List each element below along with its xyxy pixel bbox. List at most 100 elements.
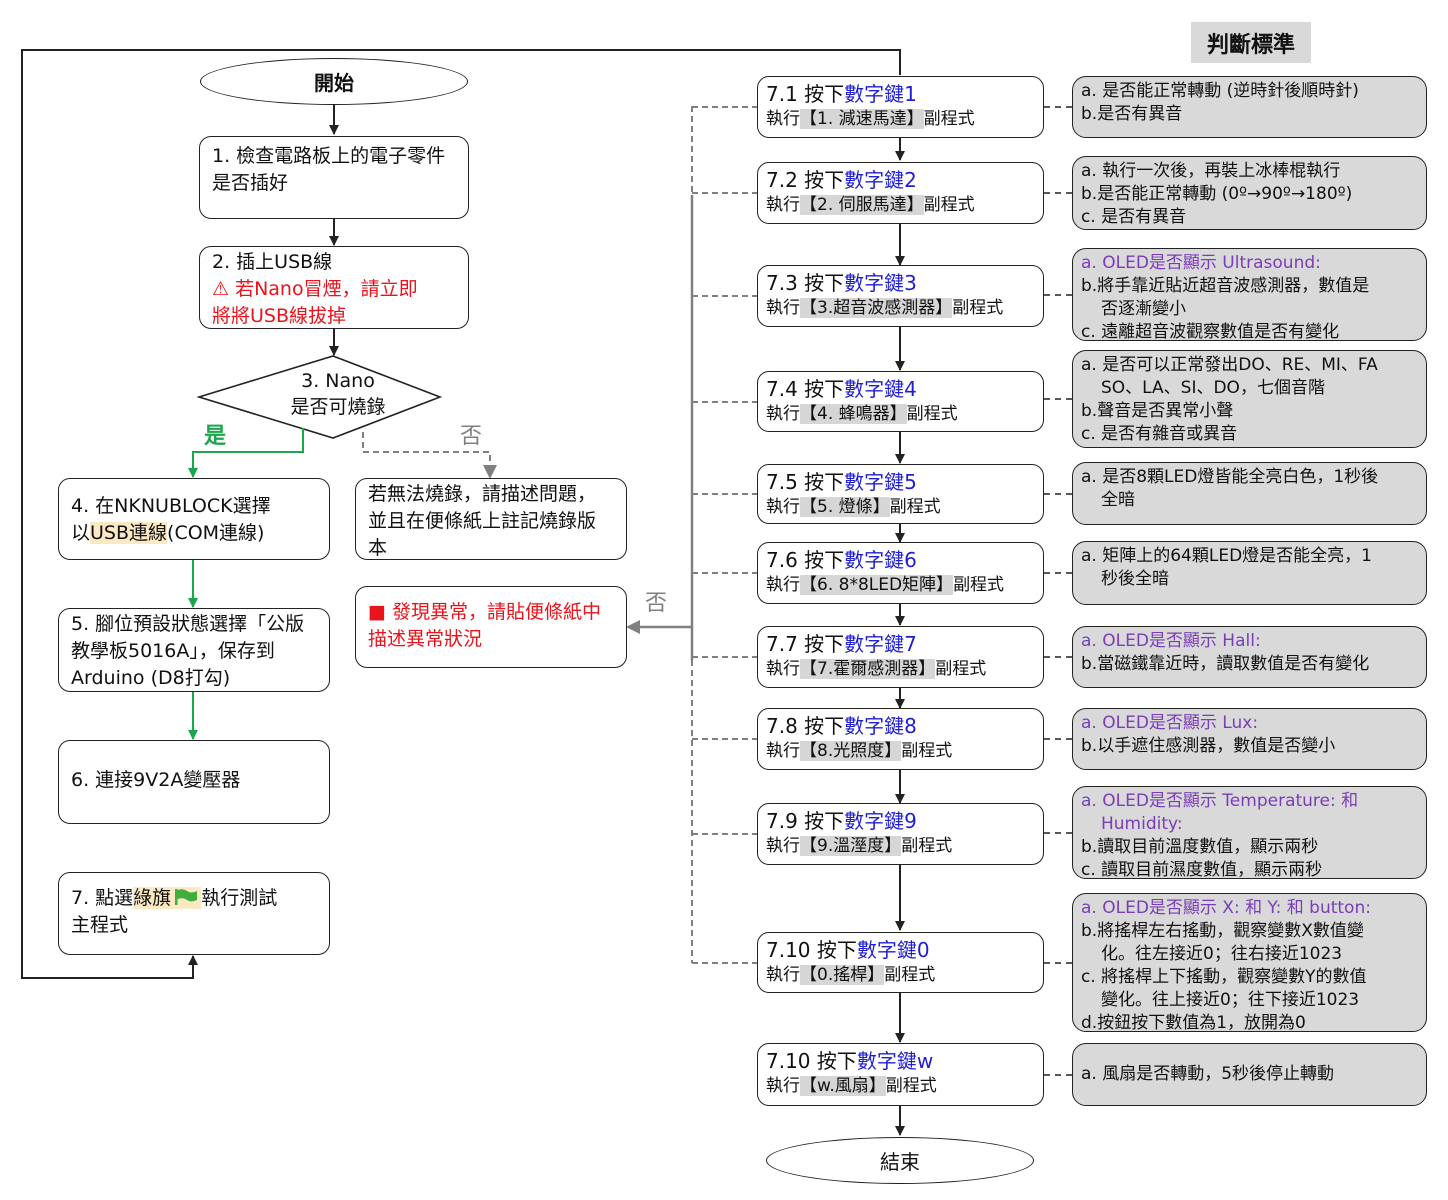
- step-7-line2: 主程式: [71, 914, 129, 936]
- criteria-item: b.是否有異音: [1081, 104, 1183, 124]
- end-terminal: 結束: [766, 1137, 1034, 1184]
- criteria-item: c. 讀取目前濕度數值，顯示兩秒: [1081, 860, 1323, 880]
- step-number: 7.8 按下: [766, 714, 845, 738]
- criteria-item: c. 是否有異音: [1081, 207, 1187, 227]
- loop-line: [21, 49, 901, 979]
- decision-line2: 是否可燒錄: [290, 396, 386, 418]
- criteria-item: a. 執行一次後，再裝上冰棒棍執行: [1081, 161, 1341, 181]
- burn-fail-text: 若無法燒錄，請描述問題，並且在便條紙上註記燒錄版本: [368, 483, 597, 559]
- criteria-item: a. OLED是否顯示 X: 和 Y: 和 button:: [1081, 898, 1371, 918]
- criteria-item: 否逐漸變小: [1101, 299, 1186, 319]
- criteria-box-11: a. 風扇是否轉動，5秒後停止轉動: [1072, 1043, 1427, 1106]
- step-suffix: 副程式: [935, 659, 987, 679]
- step-exec-line: 執行【2. 伺服馬達】副程式: [766, 193, 1035, 218]
- step-2-warning-line2: 將將USB線拔掉: [212, 305, 347, 327]
- step-exec: 執行: [766, 195, 800, 215]
- step-key-line: 7.9 按下數字鍵9: [766, 809, 1035, 834]
- step-key: 數字鍵w: [856, 1049, 934, 1073]
- step-7-highlight: 綠旗: [133, 887, 202, 909]
- criteria-item: 全暗: [1101, 490, 1135, 510]
- step-7-pre: 7. 點選: [71, 887, 134, 909]
- step-exec: 執行: [766, 497, 800, 517]
- criteria-item: SO、LA、SI、DO，七個音階: [1101, 378, 1325, 398]
- step-key: 數字鍵8: [844, 714, 917, 738]
- step-exec-line: 執行【4. 蜂鳴器】副程式: [766, 402, 1035, 427]
- criteria-item: a. OLED是否顯示 Lux:: [1081, 713, 1259, 733]
- step-exec-line: 執行【3.超音波感測器】副程式: [766, 296, 1035, 321]
- step-exec: 執行: [766, 1076, 800, 1096]
- step-exec-line: 執行【0.搖桿】副程式: [766, 963, 1035, 988]
- step-exec-line: 執行【6. 8*8LED矩陣】副程式: [766, 573, 1035, 598]
- step-subroutine: 【6. 8*8LED矩陣】: [800, 575, 954, 595]
- step-number: 7.5 按下: [766, 470, 845, 494]
- criteria-item: d.按鈕按下數值為1，放開為0: [1081, 1013, 1306, 1033]
- step-exec: 執行: [766, 404, 800, 424]
- criteria-box-1: a. 是否能正常轉動 (逆時針後順時針)b.是否有異音: [1072, 76, 1427, 138]
- criteria-item: Humidity:: [1101, 814, 1183, 834]
- step-7-click-green-flag: 7. 點選綠旗執行測試 主程式: [58, 872, 330, 955]
- step-key-line: 7.7 按下數字鍵7: [766, 632, 1035, 657]
- criteria-item: a. OLED是否顯示 Hall:: [1081, 631, 1261, 651]
- criteria-item: 變化。往上接近0；往下接近1023: [1101, 990, 1360, 1010]
- arrow-no: [362, 432, 497, 479]
- step-subroutine: 【4. 蜂鳴器】: [800, 404, 907, 424]
- criteria-item: b.聲音是否異常小聲: [1081, 401, 1234, 421]
- step-exec: 執行: [766, 741, 800, 761]
- step-4-line1: 4. 在NKNUBLOCK選擇: [71, 495, 271, 517]
- step-suffix: 副程式: [889, 497, 941, 517]
- abnormal-no-label: 否: [645, 591, 668, 616]
- step-exec-line: 執行【9.溫溼度】副程式: [766, 834, 1035, 859]
- step-7-highlight-text: 綠旗: [133, 887, 172, 909]
- criteria-item: b.讀取目前溫度數值，顯示兩秒: [1081, 837, 1319, 857]
- criteria-box-2: a. 執行一次後，再裝上冰棒棍執行 b.是否能正常轉動 (0º→90º→180º)…: [1072, 156, 1427, 230]
- step-5-text: 5. 腳位預設狀態選擇「公版教學板5016A」，保存到 Arduino (D8打…: [71, 613, 305, 689]
- step-key: 數字鍵5: [844, 470, 917, 494]
- step-number: 7.9 按下: [766, 809, 845, 833]
- step-key-line: 7.6 按下數字鍵6: [766, 548, 1035, 573]
- step-key: 數字鍵9: [844, 809, 917, 833]
- decision-label: 3. Nano 是否可燒錄: [258, 368, 418, 420]
- step-exec-line: 執行【8.光照度】副程式: [766, 739, 1035, 764]
- criteria-item: 化。往左接近0；往右接近1023: [1101, 944, 1343, 964]
- step-suffix: 副程式: [884, 965, 936, 985]
- step-suffix: 副程式: [906, 404, 958, 424]
- step-subroutine: 【9.溫溼度】: [800, 836, 902, 856]
- step-suffix: 副程式: [901, 836, 953, 856]
- step-6-connect-adapter: 6. 連接9V2A變壓器: [58, 740, 330, 824]
- step-number: 7.4 按下: [766, 377, 845, 401]
- step-key-line: 7.3 按下數字鍵3: [766, 271, 1035, 296]
- criteria-box-7: a. OLED是否顯示 Hall:b.當磁鐵靠近時，讀取數值是否有變化: [1072, 626, 1427, 688]
- step-exec-line: 執行【7.霍爾感測器】副程式: [766, 657, 1035, 682]
- step-6-text: 6. 連接9V2A變壓器: [71, 769, 241, 791]
- step-4-select-usb: 4. 在NKNUBLOCK選擇 以USB連線(COM連線): [58, 478, 330, 560]
- step-5-pin-default: 5. 腳位預設狀態選擇「公版教學板5016A」，保存到 Arduino (D8打…: [58, 608, 330, 692]
- step-number: 7.6 按下: [766, 548, 845, 572]
- criteria-item: b.將搖桿左右搖動，觀察變數X數值變: [1081, 921, 1364, 941]
- step-key-line: 7.2 按下數字鍵2: [766, 168, 1035, 193]
- step-4-pre: 以: [71, 522, 91, 544]
- step-key: 數字鍵7: [844, 632, 917, 656]
- criteria-item: 秒後全暗: [1101, 569, 1169, 589]
- step-key: 數字鍵0: [856, 938, 930, 962]
- step-subroutine: 【w.風扇】: [800, 1076, 886, 1096]
- step-key: 數字鍵3: [844, 271, 917, 295]
- step-2-plug-usb: 2. 插上USB線 ⚠ 若Nano冒煙，請立即 將將USB線拔掉: [199, 246, 469, 329]
- step-1-text: 1. 檢查電路板上的電子零件是否插好: [212, 145, 446, 194]
- step-4-post: (COM連線): [167, 522, 265, 544]
- criteria-item: b.是否能正常轉動 (0º→90º→180º): [1081, 184, 1353, 204]
- step-key-line: 7.10 按下數字鍵0: [766, 938, 1035, 963]
- arrow-yes: [188, 428, 304, 478]
- step-suffix: 副程式: [952, 298, 1004, 318]
- criteria-item: c. 是否有雜音或異音: [1081, 424, 1238, 444]
- step-subroutine: 【2. 伺服馬達】: [800, 195, 924, 215]
- criteria-item: b.將手靠近貼近超音波感測器，數值是: [1081, 276, 1370, 296]
- step-exec: 執行: [766, 298, 800, 318]
